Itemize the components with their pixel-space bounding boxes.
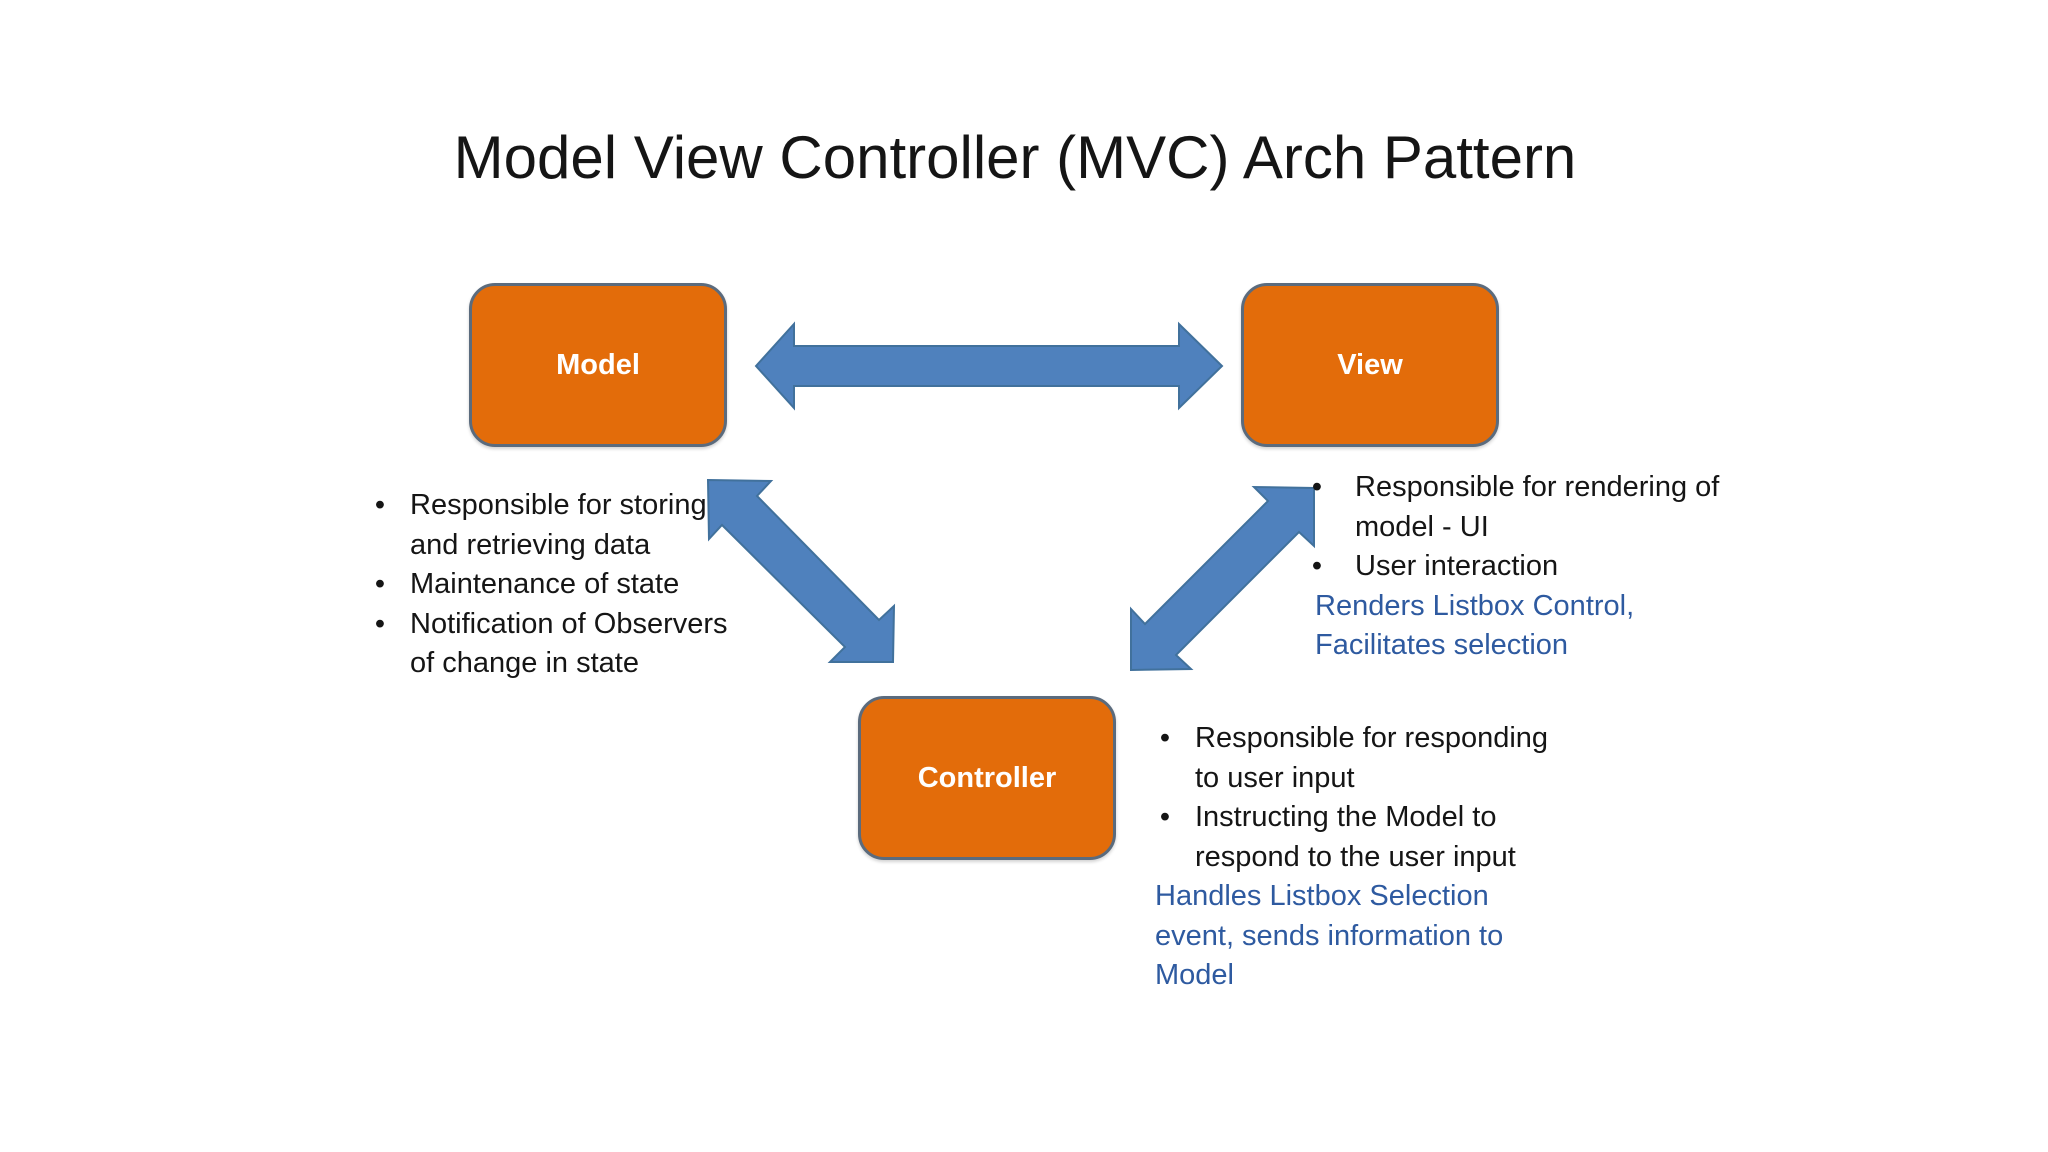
view-bullet: • Responsible for rendering of model - UI [1312, 468, 1735, 547]
model-node-label: Model [556, 348, 640, 381]
view-bullet-text: Responsible for rendering of model - UI [1355, 471, 1720, 543]
view-bullet-list: • Responsible for rendering of model - UI… [1312, 468, 1735, 587]
controller-bullet-text: Responsible for responding to user input [1195, 722, 1549, 794]
controller-bullet-list: • Responsible for responding to user inpu… [1155, 719, 1575, 877]
bullet-glyph: • [1311, 471, 1323, 503]
controller-description: • Responsible for responding to user inpu… [1155, 719, 1575, 996]
bullet-glyph: • [1311, 550, 1323, 582]
bullet-glyph: • [374, 568, 386, 600]
bullet-glyph: • [1159, 722, 1171, 754]
controller-node-label: Controller [917, 761, 1057, 794]
bullet-glyph: • [374, 489, 386, 521]
view-node-label: View [1337, 348, 1403, 381]
arrow-view-controller [1130, 485, 1315, 672]
bullet-glyph: • [374, 607, 386, 640]
view-bullet: • User interaction [1312, 547, 1735, 587]
model-bullet-list: • Responsible for storing and retrieving … [370, 486, 730, 684]
model-bullet: • Responsible for storing and retrieving … [370, 486, 730, 565]
controller-node: Controller [858, 696, 1116, 860]
model-bullet-text: Notification of Observers of change in s… [410, 607, 728, 680]
view-note: Renders Listbox Control, Facilitates sel… [1315, 589, 1635, 662]
model-bullet-text: Maintenance of state [410, 568, 680, 600]
bullet-glyph: • [1159, 801, 1171, 833]
page-title: Model View Controller (MVC) Arch Pattern [453, 124, 1577, 191]
model-description: • Responsible for storing and retrieving … [370, 486, 730, 684]
view-description: • Responsible for rendering of model - UI… [1312, 468, 1735, 666]
arrow-model-controller [706, 478, 896, 663]
controller-bullet: • Responsible for responding to user inpu… [1155, 719, 1575, 798]
model-bullet: • Notification of Observers of change in … [370, 605, 730, 684]
controller-bullet: • Instructing the Model to respond to the… [1155, 798, 1575, 877]
view-node: View [1241, 283, 1499, 447]
arrow-model-view [754, 321, 1224, 411]
model-node: Model [469, 283, 727, 447]
controller-note: Handles Listbox Selection event, sends i… [1155, 880, 1504, 991]
model-bullet: • Maintenance of state [370, 565, 730, 605]
controller-bullet-text: Instructing the Model to respond to the … [1195, 801, 1516, 873]
model-bullet-text: Responsible for storing and retrieving d… [410, 489, 707, 561]
view-bullet-text: User interaction [1355, 550, 1559, 582]
